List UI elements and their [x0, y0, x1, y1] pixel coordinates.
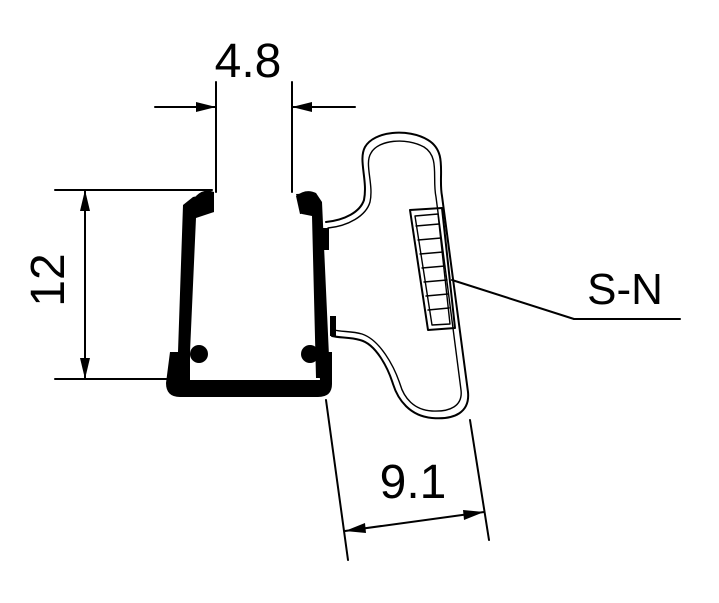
channel-left-wall [178, 193, 214, 352]
callout-leader [451, 279, 575, 320]
rib-3 [419, 251, 444, 255]
arrowhead-bottom [80, 358, 90, 379]
dimension-label-side-width: 9.1 [380, 456, 447, 509]
dimension-side-width: 9.1 [325, 399, 490, 561]
clip-outer-contour [325, 131, 470, 420]
callout-sn: S-N [451, 265, 681, 320]
tip-left [196, 190, 214, 214]
extension-line-a [325, 399, 349, 561]
right-wall-tab-upper [323, 228, 329, 250]
tip-right [296, 191, 320, 214]
dimension-height: 12 [22, 189, 213, 380]
dimension-label-height: 12 [22, 253, 75, 306]
clip-outline [325, 131, 470, 420]
channel-base [166, 352, 332, 397]
rib-7 [427, 307, 450, 311]
arrowhead-left [196, 102, 216, 112]
right-wall-tab-lower [330, 316, 336, 336]
ribbed-insert [409, 207, 456, 331]
dimension-line-angled [344, 511, 485, 532]
rib-6 [425, 293, 449, 297]
arrowhead-top [80, 190, 90, 211]
dimension-top-width: 4.8 [154, 35, 356, 193]
u-channel-profile [166, 190, 336, 397]
arrowhead-b [463, 510, 484, 520]
rib-1 [415, 223, 440, 227]
insert-outer [409, 207, 456, 331]
dimension-label-top-width: 4.8 [215, 35, 282, 88]
rib-5 [423, 279, 448, 283]
inner-lip-left [190, 345, 208, 363]
callout-label: S-N [587, 265, 663, 314]
inner-lip-right [301, 345, 319, 363]
insert-inner [414, 213, 451, 326]
arrowhead-a [345, 523, 366, 533]
clip-inner-contour [327, 140, 462, 412]
rib-4 [421, 265, 446, 269]
extension-line-b [469, 419, 490, 541]
channel-right-wall [296, 193, 330, 378]
rib-2 [417, 237, 442, 241]
arrowhead-right [292, 102, 312, 112]
